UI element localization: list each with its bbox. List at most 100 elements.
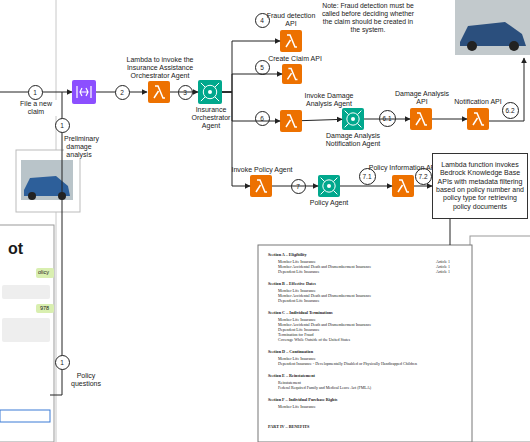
agent-icon [342, 108, 364, 130]
bedrock-agent: Insurance Orchestrator Agent [198, 80, 222, 104]
document-line: Member Accidental Death and Dismembermen… [278, 294, 371, 299]
photo-card [16, 150, 80, 212]
node-heading: Invoke Policy Agent [226, 164, 298, 174]
car-wheel [28, 192, 36, 200]
document-page [258, 245, 472, 442]
chatbot-panel [0, 225, 54, 442]
lambda-icon [467, 108, 489, 130]
car-wheel [509, 41, 519, 51]
callout-number: 6.1 [379, 110, 396, 127]
flow-arrow [222, 92, 280, 121]
node-heading: Policy Information API [366, 150, 440, 172]
node-heading: Notification API [446, 92, 510, 106]
document-line: Reinstatement [278, 381, 301, 386]
lambda-function: Fraud detection API [280, 30, 302, 52]
process-box: Lambda function invokes Bedrock Knowledg… [432, 153, 528, 219]
document-line: Article 1 [436, 260, 450, 265]
step-label: ot [8, 240, 48, 258]
agent-icon [318, 175, 340, 197]
step-label: 978 [40, 305, 60, 312]
lambda-function: Create Claim API [282, 64, 302, 84]
lambda-icon [280, 110, 302, 132]
lambda-function: Invoke Damage Analysis Agent [280, 110, 302, 132]
lambda-icon [410, 108, 432, 130]
flow-arrow [302, 119, 342, 120]
document-heading: PART IV – BENEFITS [268, 425, 309, 430]
flow-arrow [222, 41, 280, 92]
node-heading: Policy Agent [300, 199, 358, 209]
callout-number: 2 [115, 85, 130, 100]
flow-arrow [364, 119, 410, 120]
step-label: Preliminary damage analysis [64, 135, 94, 159]
bedrock-agent: Damage Analysis Notification Agent [342, 108, 364, 130]
document-heading: Section C – Individual Terminations [268, 311, 333, 316]
car-wheel [467, 41, 477, 51]
document-line: Dependent Life Insurance [278, 270, 320, 275]
document-line: Article 1 [436, 265, 450, 270]
node-heading: Lambda to invoke the Insurance Assistanc… [112, 32, 208, 80]
callout-number: 1 [55, 355, 70, 370]
document-line: Member Life Insurance [278, 318, 316, 323]
request-line [62, 92, 63, 395]
document-line: Coverage While Outside of the United Sta… [278, 338, 350, 343]
callout-number: 6.2 [502, 102, 519, 119]
lambda-icon [282, 64, 302, 84]
node-heading: Create Claim API [260, 54, 330, 63]
bedrock-agent: Policy Agent [318, 175, 340, 197]
flow-arrow [222, 74, 282, 92]
document-line: Article 1 [436, 270, 450, 275]
lambda-icon [392, 175, 414, 197]
document-line: Member Life Insurance [278, 289, 316, 294]
lambda-icon [250, 175, 272, 197]
document-leader [450, 219, 451, 245]
step-label: olicy [38, 269, 58, 276]
flow-arrow [432, 119, 467, 120]
document-heading: Section A – Eligibility [268, 253, 307, 258]
node-heading: Damage Analysis Notification Agent [320, 132, 386, 150]
lambda-icon [148, 81, 170, 103]
chat-bubble [2, 285, 50, 299]
document-line: Member Accidental Death and Dismembermen… [278, 323, 371, 328]
document-heading: Section E – Reinstatement [268, 374, 315, 379]
api-gateway-glyph [77, 86, 91, 98]
lambda-function: Policy Information API [392, 175, 414, 197]
chat-window [0, 0, 56, 442]
flow-arrow [170, 92, 198, 93]
request-line [50, 395, 62, 396]
document-heading: Section D – Continuation [268, 350, 313, 355]
document-page [470, 236, 530, 442]
lambda-function: Notification API [467, 108, 489, 130]
lambda-icon [280, 30, 302, 52]
chat-input [0, 410, 50, 422]
step-label: Policy questions [66, 372, 106, 388]
document-heading: Section F – Individual Purchase Rights [268, 398, 337, 403]
agent-icon [198, 80, 222, 104]
flow-arrow [414, 186, 432, 187]
flow-arrow [340, 186, 392, 187]
document-line: Member Accidental Death and Dismembermen… [278, 265, 371, 270]
document-line: Termination for Fraud [278, 333, 314, 338]
api-gateway-icon [72, 80, 96, 104]
document-line: Member Life Insurance [278, 357, 316, 362]
step-label: File a new claim [14, 100, 58, 116]
document-line: Dependent Insurance - Developmentally Di… [278, 362, 448, 367]
node-heading: Invoke Damage Analysis Agent [298, 90, 360, 108]
document-line: Federal Required Family and Medical Leav… [278, 386, 448, 391]
flow-arrow [222, 92, 250, 186]
document-line: Member Life Insurance [278, 260, 316, 265]
node-heading: Damage Analysis API [392, 88, 452, 106]
lambda-function: Lambda to invoke the Insurance Assistanc… [148, 81, 170, 103]
document-line: Member Life Insurance [278, 405, 316, 410]
notify-line [489, 58, 524, 121]
note-text: Note: Fraud detection must be called bef… [318, 2, 418, 34]
car-photo [455, 0, 530, 55]
lambda-function: Invoke Policy Agent [250, 175, 272, 197]
node-heading: Fraud detection API [262, 6, 320, 28]
document-heading: Section B – Effective Dates [268, 282, 316, 287]
callout-number: 1 [55, 118, 70, 133]
lambda-function: Damage Analysis API [410, 108, 432, 130]
car-photo [21, 160, 73, 200]
document-line: Dependent Life Insurance [278, 299, 320, 304]
flow-arrow [272, 186, 318, 187]
